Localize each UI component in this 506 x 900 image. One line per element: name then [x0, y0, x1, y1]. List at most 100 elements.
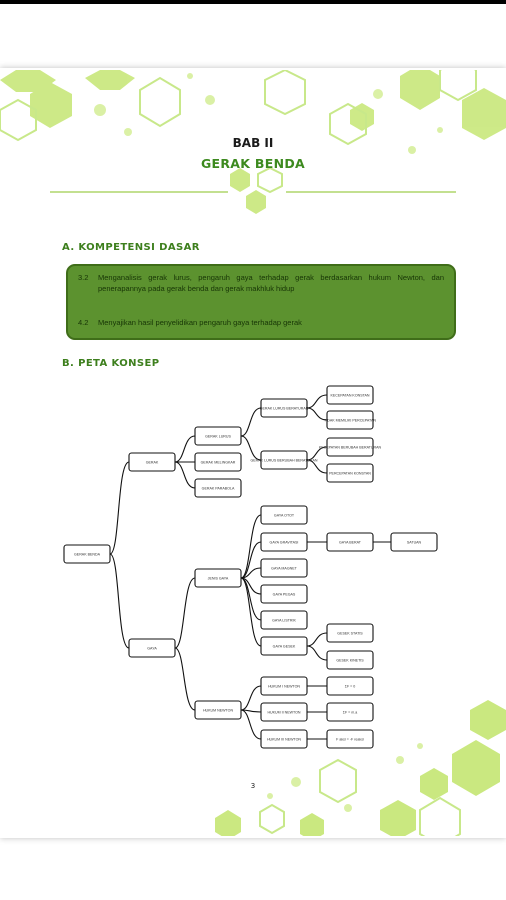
concept-node-box [260, 505, 308, 525]
concept-node: HUKUM NEWTON [194, 700, 242, 720]
concept-node-label: GAYA PEGAS [273, 592, 296, 596]
concept-node-box [326, 702, 374, 722]
concept-node-box [390, 532, 438, 552]
concept-node-box [326, 729, 374, 749]
concept-node-label: HUKUM NEWTON [203, 708, 233, 712]
concept-node-label: GAYA BERAT [339, 540, 362, 544]
document-page: BAB II GERAK BENDA A. KOMPETENSI DASAR 3… [0, 70, 506, 836]
concept-map-connector [306, 632, 328, 647]
concept-map-edges [109, 394, 391, 740]
concept-node: HUKUM I NEWTON [260, 676, 308, 696]
concept-node: GERAK [128, 452, 176, 472]
section-heading-competency: A. KOMPETENSI DASAR [62, 242, 200, 253]
concept-node: GAYA BERAT [326, 532, 374, 552]
competency-number: 4.2 [78, 318, 89, 327]
concept-node: GAYA [128, 638, 176, 658]
concept-node-box [260, 636, 308, 656]
concept-node: GAYA PEGAS [260, 584, 308, 604]
concept-node-box [194, 426, 242, 446]
concept-map: GERAK BENDA GERAK GAYA GERAK LURUS GERAK MEL… [63, 385, 438, 749]
concept-map-connector [306, 407, 328, 421]
concept-node-box [260, 558, 308, 578]
concept-node: KECEPATAN KONSTAN [326, 385, 374, 405]
concept-node-box [326, 532, 374, 552]
concept-node-box [326, 650, 374, 670]
concept-node-box [194, 568, 242, 588]
concept-node-label: GESEK STATIS [337, 631, 363, 635]
concept-node: HUKUM II NEWTON [260, 702, 308, 722]
concept-node: SATUAN [390, 532, 438, 552]
competency-box: 3.2 Menganalisis gerak lurus, pengaruh g… [66, 264, 456, 340]
concept-node-box [260, 729, 308, 749]
concept-node: GERAK LURUS BERATURAN [260, 398, 309, 418]
concept-node-label: TIDAK MEMILIKI PERCEPATAN [324, 418, 376, 422]
concept-map-connector [240, 435, 262, 461]
chapter-label: BAB II [232, 136, 274, 150]
concept-node: GAYA OTOT [260, 505, 308, 525]
concept-map-connector [306, 459, 328, 474]
concept-map-connector [306, 394, 328, 409]
competency-number: 3.2 [78, 273, 89, 282]
concept-node-label: HUKUM III NEWTON [267, 737, 301, 741]
concept-node: GAYA MAGNET [260, 558, 308, 578]
concept-node-label: JENIS GAYA [208, 576, 229, 580]
concept-node-box [326, 437, 374, 457]
concept-node-box [194, 700, 242, 720]
concept-node: GERAK LURUS [194, 426, 242, 446]
concept-node-label: GERAK LURUS [205, 434, 231, 438]
concept-node-label: GERAK LURUS BERUBAH BERATURAN [250, 458, 317, 462]
concept-node-box [194, 452, 242, 472]
concept-node-label: F aksi = -F reaksi [336, 737, 364, 741]
concept-map-connector [240, 709, 262, 740]
concept-node-label: GAYA OTOT [274, 513, 295, 517]
concept-map-connector [174, 435, 196, 463]
competency-text: Menganalisis gerak lurus, pengaruh gaya … [98, 273, 444, 294]
concept-node: KECEPATAN BERUBAH BERATURAN [319, 437, 382, 457]
concept-map-connector [240, 567, 262, 579]
concept-node-box [326, 676, 374, 696]
concept-node-label: GERAK [146, 460, 159, 464]
concept-node-box [260, 702, 308, 722]
concept-node-box [260, 450, 308, 470]
concept-node-box [260, 610, 308, 630]
concept-map-nodes: GERAK BENDA GERAK GAYA GERAK LURUS GERAK MEL… [63, 385, 438, 749]
section-heading-concept-map: B. PETA KONSEP [62, 358, 160, 369]
concept-node: GAYA GRAVITASI [260, 532, 308, 552]
concept-node-box [326, 385, 374, 405]
concept-map-connector [306, 446, 328, 461]
concept-node: ΣF = 0 [326, 676, 374, 696]
concept-node-label: ΣF = m.a [343, 710, 358, 714]
concept-node: PERCEPATAN KONSTAN [326, 463, 374, 483]
concept-node: HUKUM III NEWTON [260, 729, 308, 749]
concept-node-label: HUKUM II NEWTON [267, 710, 300, 714]
concept-node-label: GERAK LURUS BERATURAN [260, 406, 309, 410]
concept-node: ΣF = m.a [326, 702, 374, 722]
top-bar [0, 0, 506, 4]
concept-node-box [128, 452, 176, 472]
concept-node-box [260, 584, 308, 604]
concept-node-label: GERAK MELINGKAR [201, 460, 236, 464]
competency-text: Menyajikan hasil penyelidikan pengaruh g… [98, 318, 302, 327]
concept-node-box [260, 398, 308, 418]
concept-map-connector [109, 461, 130, 555]
concept-node-label: GERAK BENDA [74, 552, 101, 556]
concept-node-box [63, 544, 111, 564]
concept-node-label: PERCEPATAN KONSTAN [329, 471, 371, 475]
chapter-title: GERAK BENDA [200, 156, 305, 171]
concept-node-label: ΣF = 0 [345, 684, 356, 688]
concept-map-connector [174, 647, 196, 711]
concept-node: F aksi = -F reaksi [326, 729, 374, 749]
concept-node-label: HUKUM I NEWTON [268, 684, 300, 688]
concept-node-label: GAYA MAGNET [271, 566, 297, 570]
concept-node-box [260, 676, 308, 696]
concept-map-connector [174, 577, 196, 649]
concept-node: TIDAK MEMILIKI PERCEPATAN [324, 410, 376, 430]
concept-node: JENIS GAYA [194, 568, 242, 588]
concept-node-box [326, 463, 374, 483]
concept-map-connector [240, 685, 262, 711]
concept-map-connector [240, 577, 262, 647]
concept-node: GERAK LURUS BERUBAH BERATURAN [250, 450, 318, 470]
concept-node-label: KECEPATAN KONSTAN [330, 393, 369, 397]
concept-node: GERAK MELINGKAR [194, 452, 242, 472]
concept-map-connector [174, 461, 196, 489]
